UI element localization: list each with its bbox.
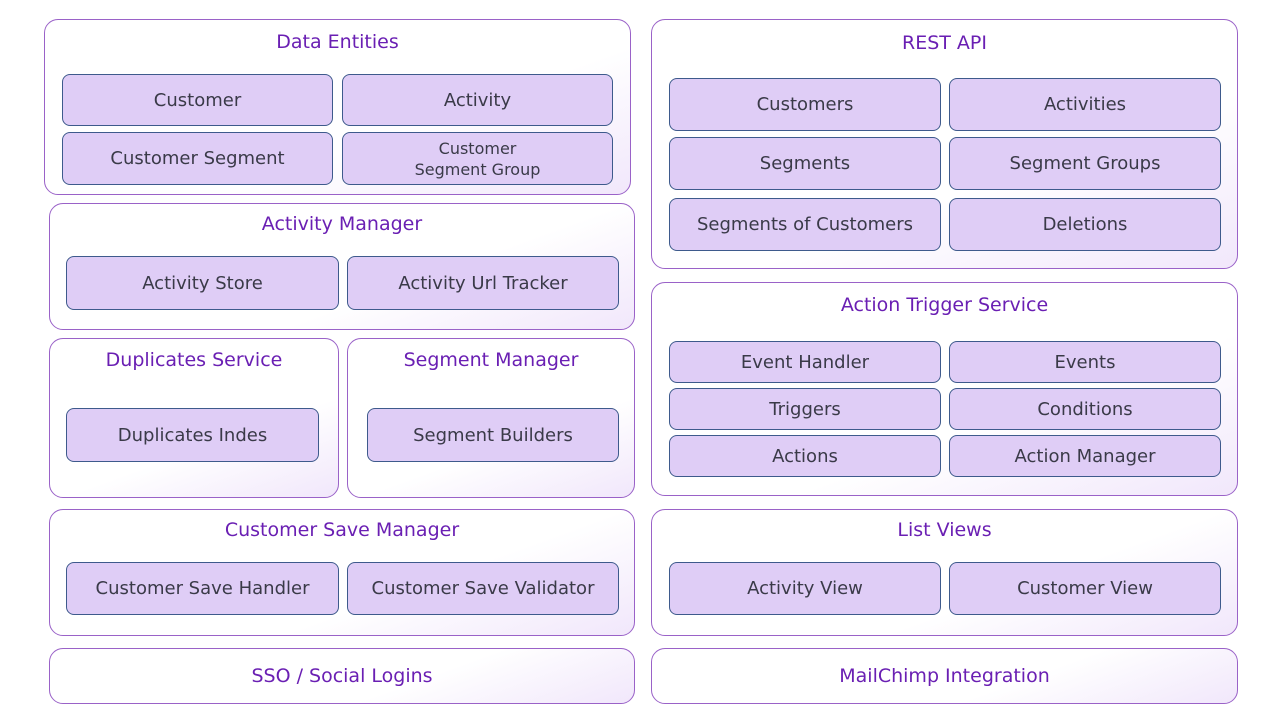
sso-title: SSO / Social Logins	[251, 665, 433, 687]
activities-chip: Activities	[949, 78, 1221, 131]
activity-view-chip: Activity View	[669, 562, 941, 615]
customer-save-handler-chip: Customer Save Handler	[66, 562, 339, 615]
duplicates-service-title: Duplicates Service	[105, 349, 283, 371]
action-manager-chip: Action Manager	[949, 435, 1221, 477]
segments-chip: Segments	[669, 137, 941, 190]
activity-url-tracker-chip: Activity Url Tracker	[347, 256, 619, 310]
event-handler-chip: Event Handler	[669, 341, 941, 383]
customer-view-chip: Customer View	[949, 562, 1221, 615]
customer-chip: Customer	[62, 74, 333, 126]
data-entities-title: Data Entities	[276, 31, 399, 53]
customer-segment-group-line2: Segment Group	[414, 159, 541, 179]
data-entities-panel: Data Entities Customer Activity Customer…	[44, 19, 631, 195]
triggers-chip: Triggers	[669, 388, 941, 430]
segment-manager-panel: Segment Manager Segment Builders	[347, 338, 635, 498]
activity-manager-title: Activity Manager	[261, 213, 423, 235]
customer-segment-group-chip: Customer Segment Group	[342, 132, 613, 185]
mailchimp-panel: MailChimp Integration	[651, 648, 1238, 704]
deletions-chip: Deletions	[949, 198, 1221, 251]
action-trigger-service-title: Action Trigger Service	[840, 294, 1049, 316]
customer-save-manager-title: Customer Save Manager	[224, 519, 460, 541]
list-views-title: List Views	[897, 519, 992, 541]
actions-chip: Actions	[669, 435, 941, 477]
activity-chip: Activity	[342, 74, 613, 126]
rest-api-panel: REST API Customers Activities Segments S…	[651, 19, 1238, 269]
events-chip: Events	[949, 341, 1221, 383]
mailchimp-title: MailChimp Integration	[839, 665, 1050, 687]
duplicates-index-chip: Duplicates Indes	[66, 408, 319, 462]
sso-panel: SSO / Social Logins	[49, 648, 635, 704]
segment-builders-chip: Segment Builders	[367, 408, 619, 462]
list-views-panel: List Views Activity View Customer View	[651, 509, 1238, 636]
conditions-chip: Conditions	[949, 388, 1221, 430]
segments-of-customers-chip: Segments of Customers	[669, 198, 941, 251]
customers-chip: Customers	[669, 78, 941, 131]
activity-manager-panel: Activity Manager Activity Store Activity…	[49, 203, 635, 330]
customer-save-validator-chip: Customer Save Validator	[347, 562, 619, 615]
customer-save-manager-panel: Customer Save Manager Customer Save Hand…	[49, 509, 635, 636]
activity-store-chip: Activity Store	[66, 256, 339, 310]
customer-segment-group-line1: Customer	[438, 138, 517, 158]
segment-groups-chip: Segment Groups	[949, 137, 1221, 190]
rest-api-title: REST API	[902, 32, 987, 54]
customer-segment-chip: Customer Segment	[62, 132, 333, 185]
duplicates-service-panel: Duplicates Service Duplicates Indes	[49, 338, 339, 498]
action-trigger-service-panel: Action Trigger Service Event Handler Eve…	[651, 282, 1238, 496]
segment-manager-title: Segment Manager	[403, 349, 579, 371]
